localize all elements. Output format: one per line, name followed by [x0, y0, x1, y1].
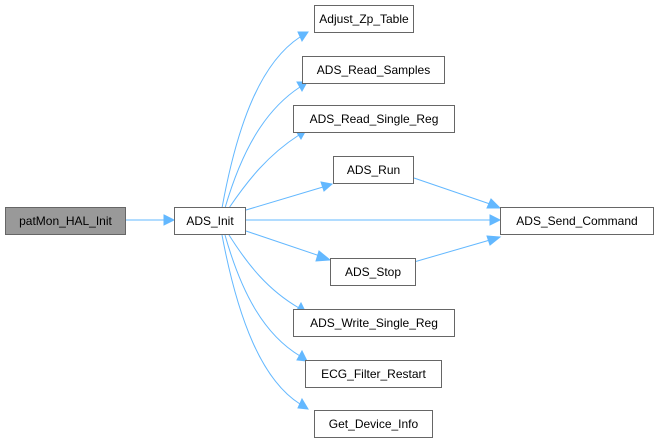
- node-ads-stop[interactable]: ADS_Stop: [330, 258, 416, 286]
- edge-ads-init-to-ads-send-command: [246, 214, 502, 226]
- edge-ads-init-to-ads-run: [245, 181, 334, 211]
- node-label: ADS_Stop: [345, 265, 401, 279]
- node-label: ADS_Run: [347, 163, 400, 177]
- node-label: ADS_Write_Single_Reg: [310, 316, 438, 330]
- edge-ads-init-to-ads-stop: [245, 230, 332, 262]
- node-label: ADS_Send_Command: [516, 214, 637, 228]
- node-label: Get_Device_Info: [329, 417, 419, 431]
- edge-ads-init-to-ecg-filter-restart: [224, 234, 308, 362]
- node-ads-read-samples[interactable]: ADS_Read_Samples: [302, 56, 445, 84]
- edge-ads-init-to-ads-read-samples: [224, 81, 308, 209]
- node-get-device-info[interactable]: Get_Device_Info: [314, 410, 433, 438]
- edge-ads-stop-to-ads-send-command: [413, 235, 502, 263]
- node-patmon-hal-init[interactable]: patMon_HAL_Init: [5, 207, 126, 235]
- edge-ads-run-to-ads-send-command: [413, 177, 502, 209]
- node-label: ECG_Filter_Restart: [321, 367, 426, 381]
- node-ecg-filter-restart[interactable]: ECG_Filter_Restart: [305, 360, 442, 388]
- node-adjust-zp-table[interactable]: Adjust_Zp_Table: [314, 5, 414, 33]
- node-label: ADS_Read_Single_Reg: [310, 112, 439, 126]
- edge-ads-init-to-get-device-info: [221, 234, 309, 410]
- node-label: ADS_Init: [186, 214, 234, 228]
- edge-ads-init-to-ads-write-single-reg: [228, 234, 307, 314]
- edge-ads-init-to-adjust-zp-table: [221, 31, 309, 209]
- node-label: Adjust_Zp_Table: [319, 12, 409, 26]
- node-ads-read-single-reg[interactable]: ADS_Read_Single_Reg: [293, 105, 455, 133]
- edge-root-to-ads-init: [126, 214, 176, 226]
- edge-ads-init-to-ads-read-single-reg: [228, 129, 307, 209]
- node-label: patMon_HAL_Init: [19, 214, 112, 228]
- node-ads-init[interactable]: ADS_Init: [174, 207, 246, 235]
- node-ads-write-single-reg[interactable]: ADS_Write_Single_Reg: [293, 309, 455, 337]
- node-ads-send-command[interactable]: ADS_Send_Command: [500, 207, 654, 235]
- node-label: ADS_Read_Samples: [317, 63, 430, 77]
- node-ads-run[interactable]: ADS_Run: [333, 156, 414, 184]
